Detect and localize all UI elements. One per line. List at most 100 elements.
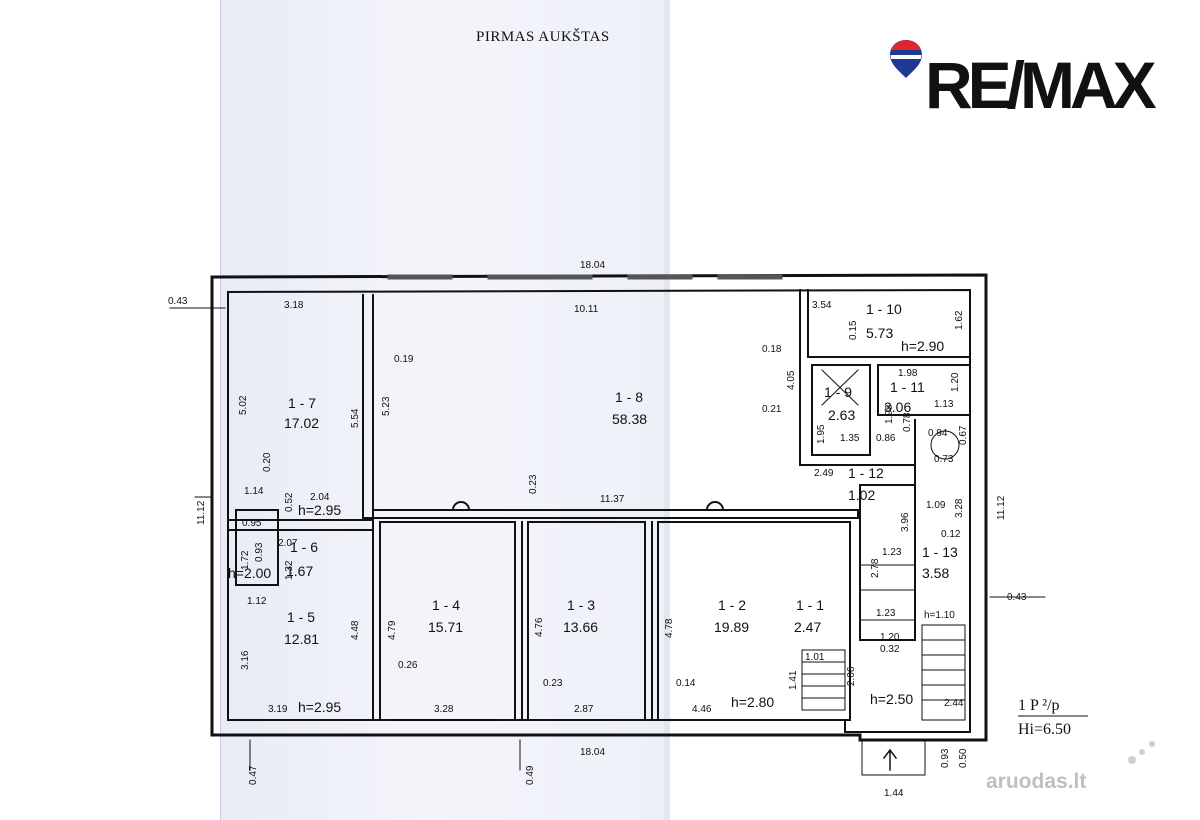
room-area-1-11: 3.06: [884, 399, 911, 415]
dim-label: 1.95: [816, 424, 827, 444]
remax-logo: RE/MAX: [888, 38, 1188, 128]
dim-label: 0.95: [242, 518, 262, 529]
room-area-1-8: 58.38: [612, 411, 647, 427]
room-area-1-2: 19.89: [714, 619, 749, 635]
dim-label: 5.23: [381, 396, 392, 416]
room-area-1-10: 5.73: [866, 325, 893, 341]
dim-label: 2.87: [574, 704, 594, 715]
dim-label: 0.49: [525, 765, 536, 785]
dim-label: 0.43: [1007, 592, 1027, 603]
room-area-1-12: 1.02: [848, 487, 875, 503]
room-id-1-9: 1 - 9: [824, 384, 852, 400]
dim-label: 10.11: [574, 304, 599, 315]
dim-label: 1.12: [247, 596, 267, 607]
dim-label: 3.16: [240, 650, 251, 670]
height-label: h=2.00: [228, 565, 271, 581]
dim-label: 0.26: [398, 660, 418, 671]
dim-label: 18.04: [580, 747, 605, 758]
room-id-1-12: 1 - 12: [848, 465, 884, 481]
dim-label: 1.09: [926, 500, 946, 511]
dim-label: 0.12: [941, 529, 961, 540]
dim-label: 2.04: [310, 492, 330, 503]
dim-label: 1.98: [898, 368, 918, 379]
dim-label: 0.93: [254, 542, 265, 562]
room-area-1-4: 15.71: [428, 619, 463, 635]
room-area-1-13: 3.58: [922, 565, 949, 581]
dim-label: 2.07: [278, 538, 298, 549]
height-label: h=1.10: [924, 610, 955, 621]
dim-label: 0.14: [676, 678, 696, 689]
dim-label: 0.21: [762, 404, 782, 415]
room-id-1-13: 1 - 13: [922, 544, 958, 560]
dim-label: 0.94: [928, 428, 948, 439]
balloon-icon: [890, 40, 922, 78]
dim-label: 0.32: [880, 644, 900, 655]
dim-label: 5.54: [350, 408, 361, 428]
height-label: h=2.90: [901, 338, 944, 354]
dim-label: 1.32: [284, 560, 295, 580]
brand-logo-text: RE/MAX: [925, 48, 1157, 122]
dim-label: 4.48: [350, 620, 361, 640]
dim-label: 3.18: [284, 300, 304, 311]
dim-label: 1.44: [884, 788, 904, 799]
room-id-1-6: 1 - 6: [290, 539, 318, 555]
room-area-1-3: 13.66: [563, 619, 598, 635]
dim-label: 0.73: [934, 454, 954, 465]
dim-label: 1.72: [240, 550, 251, 570]
room-id-1-5: 1 - 5: [287, 609, 315, 625]
dim-label: 0.67: [958, 425, 969, 445]
room-id-1-7: 1 - 7: [288, 395, 316, 411]
dim-label: 1.23: [876, 608, 896, 619]
dim-label: 0.15: [848, 320, 859, 340]
dim-label: 0.19: [394, 354, 414, 365]
room-area-1-1: 2.47: [794, 619, 821, 635]
dim-label: 2.49: [814, 468, 834, 479]
dim-label: 1.13: [934, 399, 954, 410]
dim-label: 0.20: [262, 452, 273, 472]
dim-label: 3.28: [954, 498, 965, 518]
dim-label: 1.01: [805, 652, 825, 663]
dim-label: 3.96: [900, 512, 911, 532]
dim-label: 1.62: [954, 310, 965, 330]
dim-label: 2.06: [846, 666, 857, 686]
room-id-1-4: 1 - 4: [432, 597, 460, 613]
dim-label: 1.23: [882, 547, 902, 558]
paper-strip: [220, 0, 670, 820]
dim-label: 1.35: [840, 433, 860, 444]
dim-label: 11.12: [996, 495, 1007, 520]
height-label: h=2.95: [298, 502, 341, 518]
room-area-1-5: 12.81: [284, 631, 319, 647]
legend-line-2: Hi=6.50: [1018, 721, 1071, 738]
dim-label: 0.86: [876, 433, 896, 444]
dim-label: 18.04: [580, 260, 605, 271]
dim-label: 5.02: [238, 395, 249, 415]
dim-label: 0.50: [958, 748, 969, 768]
dim-label: 4.05: [786, 370, 797, 390]
page-title: PIRMAS AUKŠTAS: [476, 29, 610, 45]
dim-label: 1.20: [950, 372, 961, 392]
dim-label: 3.28: [434, 704, 454, 715]
dim-label: 0.78: [902, 412, 913, 432]
room-id-1-3: 1 - 3: [567, 597, 595, 613]
dim-label: 0.23: [543, 678, 563, 689]
watermark-dots-icon: [1128, 741, 1155, 764]
dim-label: 3.19: [268, 704, 288, 715]
room-id-1-10: 1 - 10: [866, 301, 902, 317]
dim-label: 4.78: [664, 618, 675, 638]
dim-label: 4.46: [692, 704, 712, 715]
dim-label: 1.14: [244, 486, 264, 497]
dim-label: 0.93: [940, 748, 951, 768]
room-area-1-6: 1.67: [286, 563, 313, 579]
dim-label: 3.54: [812, 300, 832, 311]
dim-label: 1.41: [788, 670, 799, 690]
room-id-1-1: 1 - 1: [796, 597, 824, 613]
dim-label: 2.44: [944, 698, 964, 709]
dim-label: 1.20: [880, 632, 900, 643]
room-area-1-9: 2.63: [828, 407, 855, 423]
room-id-1-8: 1 - 8: [615, 389, 643, 405]
dim-label: 0.52: [284, 492, 295, 512]
dim-label: 4.76: [534, 617, 545, 637]
dim-label: 0.47: [248, 765, 259, 785]
dim-label: 0.23: [528, 474, 539, 494]
